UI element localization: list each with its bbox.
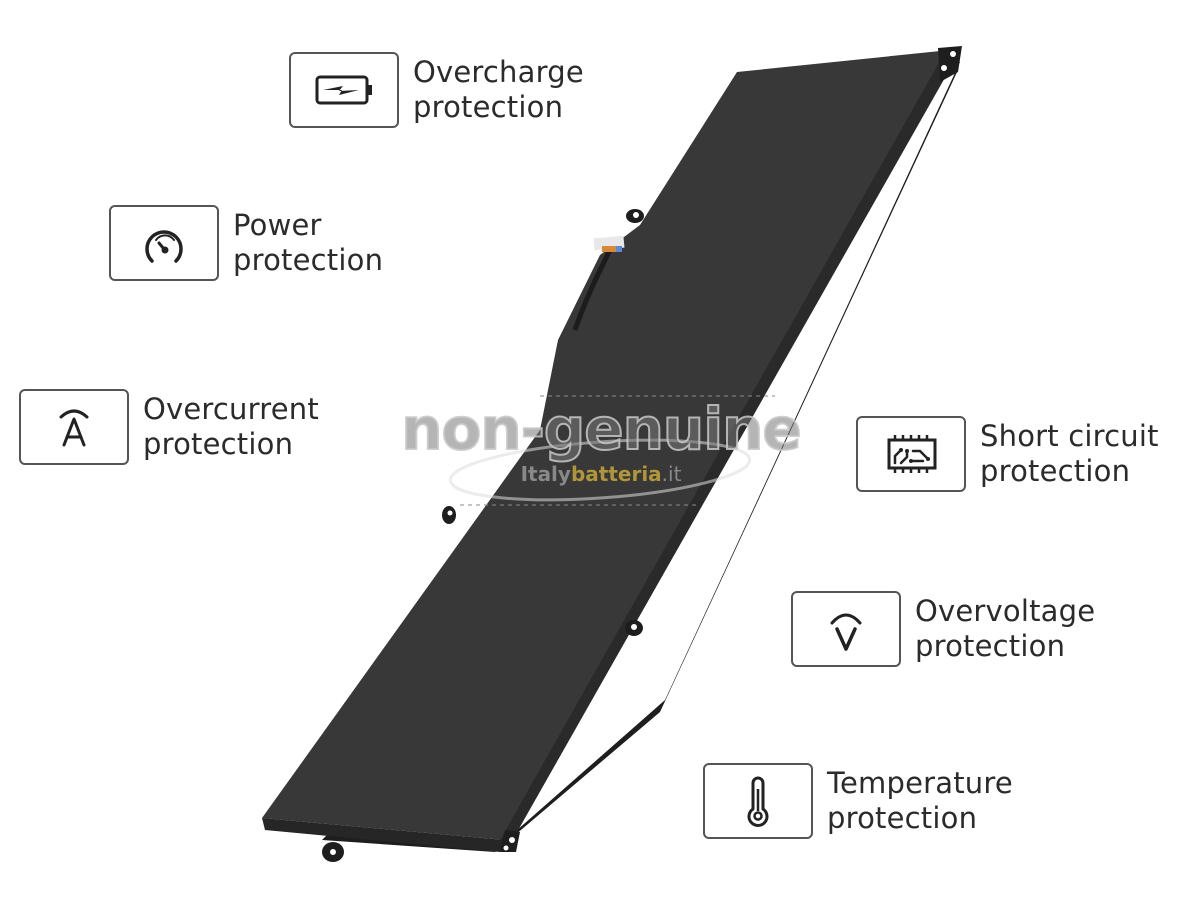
icon-box (856, 416, 966, 492)
voltage-icon (830, 613, 862, 651)
circuit-chip-icon (887, 435, 937, 473)
feature-short-circuit: Short circuit protection (856, 416, 1159, 492)
feature-subtitle: protection (413, 90, 564, 124)
icon-box (19, 389, 129, 465)
feature-title: Overcurrent (143, 392, 319, 426)
feature-overcharge: Overcharge protection (289, 52, 584, 128)
watermark: non-genuine Italybatteria.it (396, 395, 806, 486)
feature-subtitle: protection (827, 801, 978, 835)
feature-title: Temperature (827, 766, 1013, 800)
ampere-icon (59, 409, 89, 447)
watermark-brand-part1: Italy (520, 462, 571, 486)
watermark-brand-part3: .it (661, 462, 682, 486)
feature-temperature: Temperature protection (703, 763, 1013, 839)
feature-label: Temperature protection (827, 766, 1013, 836)
feature-subtitle: protection (915, 629, 1066, 663)
feature-title: Power (233, 208, 322, 242)
battery-bottom-strip (262, 818, 505, 852)
icon-box (289, 52, 399, 128)
battery-right-strip (500, 52, 955, 848)
watermark-brand-part2: batteria (570, 462, 662, 486)
battery-body (262, 50, 950, 840)
icon-box (109, 205, 219, 281)
watermark-brand: Italybatteria.it (396, 462, 806, 486)
feature-title: Short circuit (980, 419, 1159, 453)
icon-box (703, 763, 813, 839)
feature-label: Short circuit protection (980, 419, 1159, 489)
feature-label: Overcharge protection (413, 55, 584, 125)
feature-power: Power protection (109, 205, 383, 281)
feature-overcurrent: Overcurrent protection (19, 389, 319, 465)
gauge-icon (145, 230, 183, 263)
feature-subtitle: protection (143, 427, 294, 461)
battery-connector (572, 235, 625, 331)
feature-label: Overcurrent protection (143, 392, 319, 462)
watermark-main-text: non-genuine (400, 395, 802, 463)
feature-label: Overvoltage protection (915, 594, 1095, 664)
feature-title: Overvoltage (915, 594, 1096, 628)
feature-label: Power protection (233, 208, 383, 278)
feature-title: Overcharge (413, 55, 584, 89)
thermometer-icon (747, 776, 769, 827)
icon-box (791, 591, 901, 667)
mounting-tabs (322, 46, 962, 862)
feature-subtitle: protection (980, 454, 1131, 488)
feature-subtitle: protection (233, 243, 384, 277)
battery-charge-icon (315, 75, 372, 105)
feature-overvoltage: Overvoltage protection (791, 591, 1095, 667)
